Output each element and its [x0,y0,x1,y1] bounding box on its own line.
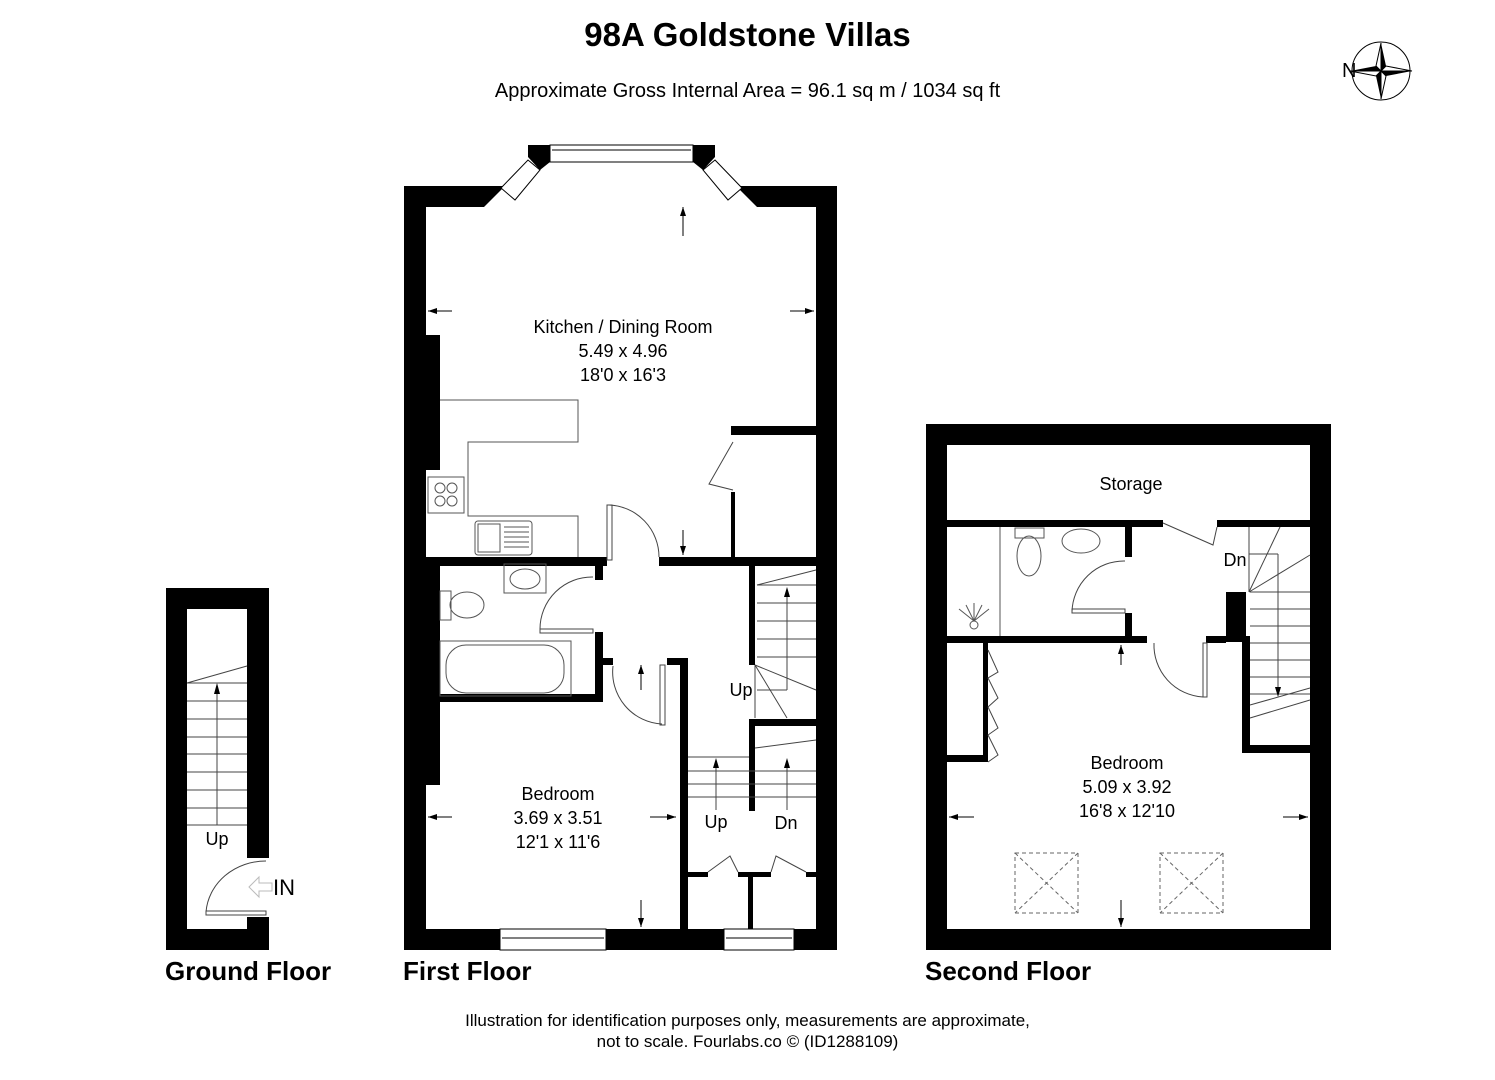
disclaimer-line-1: Illustration for identification purposes… [465,1011,1030,1030]
first-stairs-up-label-2: Up [704,812,727,832]
storage-room-name: Storage [1099,474,1162,494]
first-stairs-dn-label: Dn [774,813,797,833]
first-stairs-up-label: Up [729,680,752,700]
second-floor-label: Second Floor [925,956,1092,986]
second-floor-plan [926,424,1331,950]
disclaimer-footer: Illustration for identification purposes… [0,1010,1495,1052]
second-bedroom-metric: 5.09 x 3.92 [1082,777,1171,797]
ground-floor-label: Ground Floor [165,956,332,986]
kitchen-dining-room-name: Kitchen / Dining Room [533,317,712,337]
first-floor-plan [404,144,837,951]
ground-stairs-up-label: Up [205,829,228,849]
second-stairs-dn-label: Dn [1223,550,1246,570]
kitchen-dining-room-imperial: 18'0 x 16'3 [580,365,666,385]
second-bedroom-name: Bedroom [1090,753,1163,773]
first-floor-label: First Floor [403,956,532,986]
first-bedroom-imperial: 12'1 x 11'6 [516,832,601,852]
gross-area-subtitle: Approximate Gross Internal Area = 96.1 s… [494,80,1001,102]
first-bedroom-name: Bedroom [521,784,594,804]
disclaimer-line-2: not to scale. Fourlabs.co © (ID1288109) [596,1032,899,1051]
compass-rose-icon [1349,41,1413,101]
entrance-in-label: IN [273,875,295,900]
first-bedroom-metric: 3.69 x 3.51 [513,808,602,828]
property-title: 98A Goldstone Villas [584,16,911,53]
second-bedroom-imperial: 16'8 x 12'10 [1079,801,1175,821]
ground-floor-plan [166,588,273,950]
kitchen-dining-room-metric: 5.49 x 4.96 [578,341,667,361]
